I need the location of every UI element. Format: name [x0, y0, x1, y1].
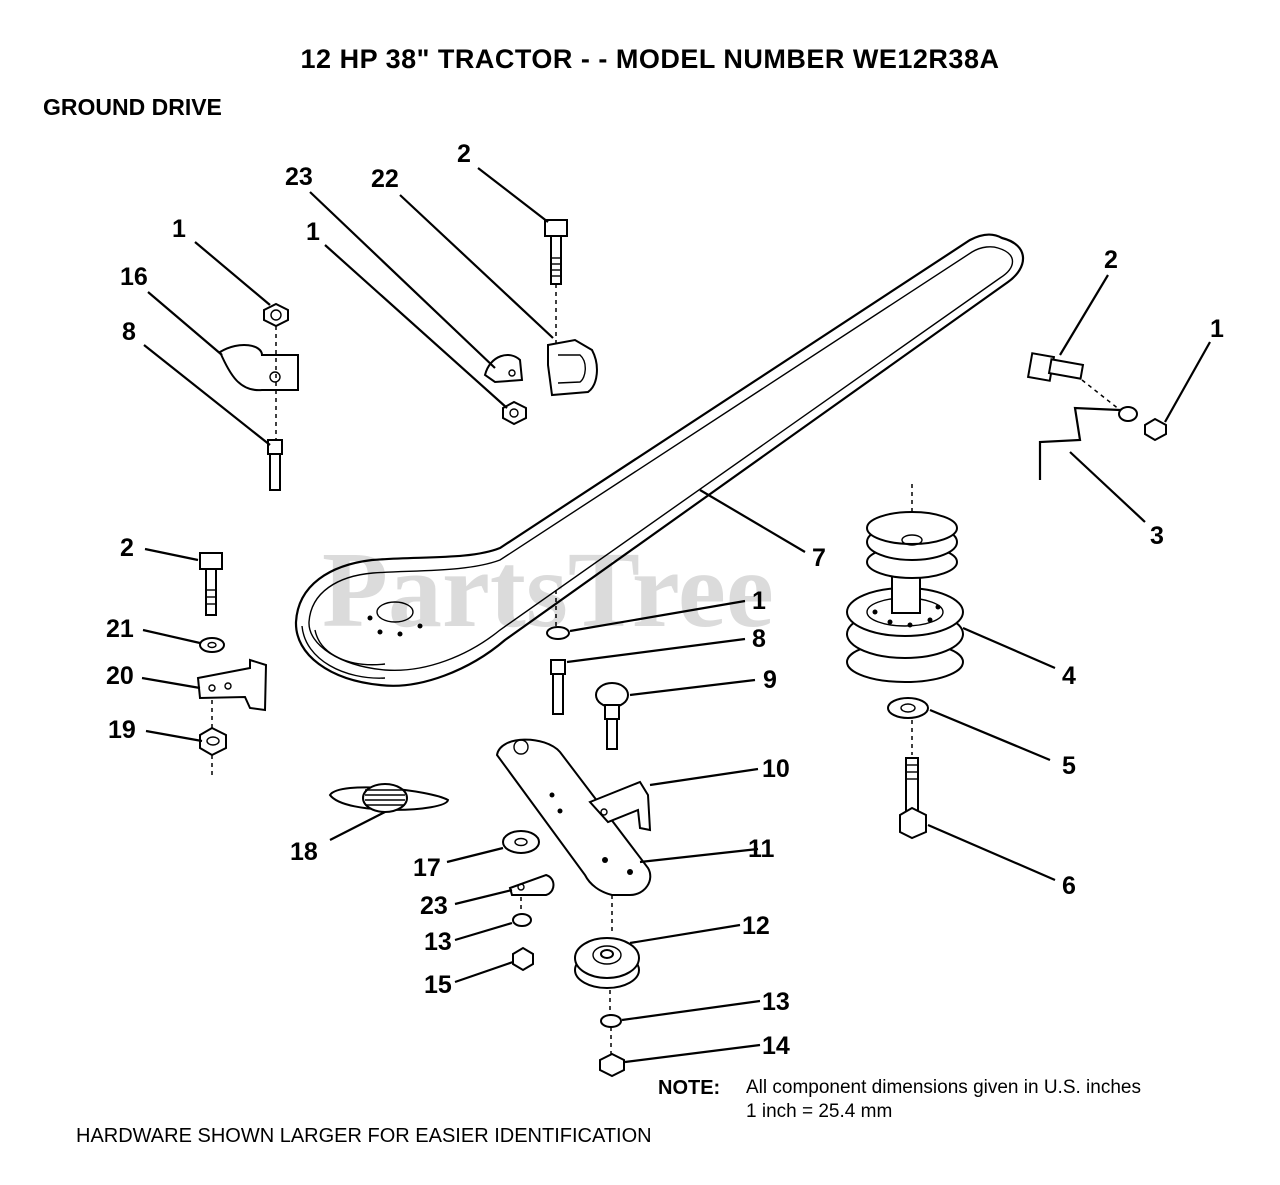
note-text-line-2: 1 inch = 25.4 mm — [746, 1101, 893, 1122]
callout-2-top: 2 — [457, 140, 471, 168]
callout-17: 17 — [413, 854, 441, 882]
callout-23-lower: 23 — [420, 892, 448, 920]
bolt-2-right — [1026, 352, 1085, 382]
nut-1-right — [1144, 417, 1167, 442]
callout-13-left: 13 — [424, 928, 452, 956]
callout-11: 11 — [748, 835, 775, 863]
pulley-4 — [846, 511, 964, 683]
callout-16: 16 — [120, 263, 148, 291]
nut-14 — [599, 1052, 625, 1078]
callout-13-right: 13 — [762, 988, 790, 1016]
clip-23-top — [483, 354, 524, 384]
drive-belt — [294, 233, 1025, 687]
stud-8-center — [550, 659, 566, 715]
callout-1-top-left: 1 — [172, 215, 186, 243]
spring-18 — [328, 783, 450, 813]
callout-1-top-center: 1 — [306, 218, 320, 246]
note-label: NOTE: — [658, 1077, 721, 1099]
callout-labels: 1 16 8 23 1 22 2 2 1 3 7 2 21 20 19 1 8 … — [106, 140, 1224, 1060]
callout-20: 20 — [106, 662, 134, 690]
idler-pulley-12 — [574, 937, 640, 989]
callout-2-right: 2 — [1104, 246, 1118, 274]
callout-1-center: 1 — [752, 587, 766, 615]
nut-19 — [199, 726, 227, 757]
leader-lines — [141, 167, 1211, 1064]
idler-arm-11 — [495, 738, 652, 896]
callout-6: 6 — [1062, 872, 1076, 900]
washer-21 — [199, 637, 225, 653]
callout-4: 4 — [1062, 662, 1076, 690]
carriage-bolt-9 — [595, 682, 629, 750]
footer-note: HARDWARE SHOWN LARGER FOR EASIER IDENTIF… — [76, 1125, 652, 1147]
bracket-10 — [588, 780, 652, 832]
bracket-16 — [218, 344, 299, 392]
washer-1-center — [546, 626, 570, 640]
callout-15: 15 — [424, 971, 452, 999]
callout-21: 21 — [106, 615, 134, 643]
callout-2-left: 2 — [120, 534, 134, 562]
callout-14: 14 — [762, 1032, 790, 1060]
guide-22 — [547, 338, 598, 397]
rod-3 — [1038, 406, 1138, 480]
section-heading: GROUND DRIVE — [43, 94, 222, 120]
nut-1-top-center — [502, 400, 527, 426]
callout-19: 19 — [108, 716, 136, 744]
note-text-line-1: All component dimensions given in U.S. i… — [746, 1077, 1141, 1098]
bolt-2-left — [199, 552, 223, 616]
callout-10: 10 — [762, 755, 790, 783]
callout-5: 5 — [1062, 752, 1076, 780]
callout-23-top: 23 — [285, 163, 313, 191]
diagram-title: 12 HP 38" TRACTOR - - MODEL NUMBER WE12R… — [300, 44, 1000, 74]
callout-12: 12 — [742, 912, 770, 940]
stud-8-top-left — [267, 439, 283, 491]
callout-1-right: 1 — [1210, 315, 1224, 343]
callout-9: 9 — [763, 666, 777, 694]
nut-1-top-left — [263, 302, 289, 328]
washer-5 — [887, 697, 929, 719]
callout-7: 7 — [812, 544, 826, 572]
callout-22: 22 — [371, 165, 399, 193]
bolt-2-top — [544, 219, 568, 285]
callout-3: 3 — [1150, 522, 1164, 550]
washer-17 — [502, 830, 540, 854]
bolt-6 — [899, 757, 927, 840]
callout-8-top-left: 8 — [122, 318, 136, 346]
bracket-20 — [196, 658, 268, 712]
washer-13-right — [600, 1014, 622, 1028]
clip-23-lower — [508, 873, 555, 896]
callout-18: 18 — [290, 838, 318, 866]
callout-8-center: 8 — [752, 625, 766, 653]
nut-15 — [512, 946, 534, 972]
washer-13-left — [512, 913, 532, 927]
